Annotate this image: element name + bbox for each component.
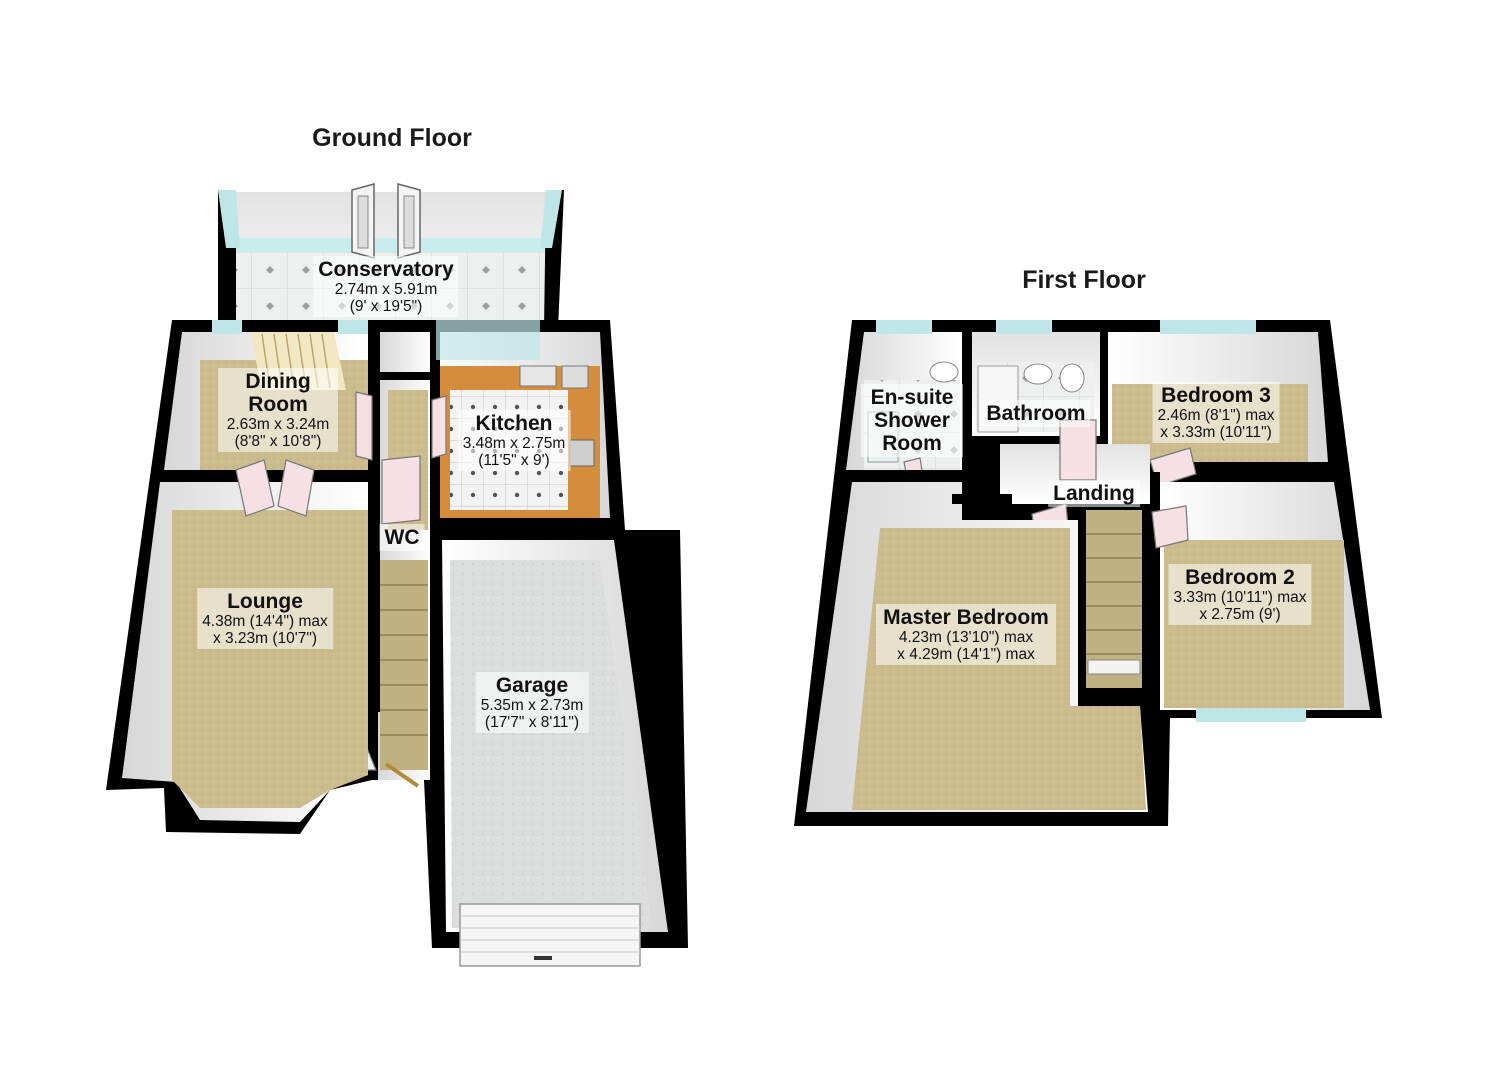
bedroom-2-label: Bedroom 2 3.33m (10'11") max x 2.75m (9'… [1168,564,1312,626]
staircase [380,560,428,770]
first-floor-staircase [1086,510,1142,690]
room-dimensions: 2.63m x 3.24m [226,416,330,434]
conservatory-label: Conservatory 2.74m x 5.91m (9' x 19'5") [313,256,459,318]
room-name: Bedroom 3 [1161,384,1271,407]
room-name: Kitchen [475,412,553,435]
room-dimensions: 3.48m x 2.75m [462,435,566,453]
garage-room [442,540,668,967]
garage-door [459,903,641,967]
room-dimensions: 4.23m (13'10") max [898,629,1034,647]
room-name: Garage [495,674,569,697]
room-name: WC [384,526,420,549]
garage-label: Garage 5.35m x 2.73m (17'7" x 8'11") [475,672,589,734]
room-name: Bathroom [986,402,1086,425]
bedroom-3-label: Bedroom 3 2.46m (8'1") max x 3.33m (10'1… [1152,382,1280,444]
room-name: Master Bedroom [883,606,1049,629]
room-dimensions-imperial: (11'5" x 9') [478,452,550,470]
room-dimensions-imperial: x 2.75m (9') [1199,606,1281,624]
room-name: Landing [1053,482,1135,505]
room-dimensions-imperial: (8'8" x 10'8") [234,433,322,451]
landing-label: Landing [1048,480,1140,508]
kitchen-label: Kitchen 3.48m x 2.75m (11'5" x 9') [457,410,571,472]
room-dimensions-imperial: (17'7" x 8'11") [484,714,580,732]
room-dimensions-imperial: x 3.23m (10'7") [212,630,318,648]
hallway [346,332,438,788]
room-dimensions: 3.33m (10'11") max [1173,589,1307,607]
room-name: Bedroom 2 [1185,566,1295,589]
room-dimensions-imperial: x 3.33m (10'11") [1160,424,1272,442]
lounge-room [122,459,372,822]
lounge-label: Lounge 4.38m (14'4") max x 3.23m (10'7") [197,588,333,650]
room-dimensions: 5.35m x 2.73m [480,697,584,715]
room-name: Conservatory [318,258,454,281]
room-name: Lounge [227,590,303,613]
room-dimensions-imperial: x 4.29m (14'1") max [897,646,1035,664]
dining-room-label: Dining Room 2.63m x 3.24m (8'8" x 10'8") [218,368,338,453]
lounge-doors [235,459,315,517]
room-dimensions: 2.46m (8'1") max [1157,407,1275,425]
room-dimensions: 4.38m (14'4") max [202,613,328,631]
master-bedroom-label: Master Bedroom 4.23m (13'10") max x 4.29… [876,604,1056,666]
wc-label: WC [379,524,425,552]
ensuite-label: En-suite Shower Room [861,384,963,458]
room-name: En-suite Shower Room [870,386,954,456]
conservatory-room [218,183,564,330]
room-dimensions-imperial: (9' x 19'5") [349,298,423,316]
room-dimensions: 2.74m x 5.91m [334,281,438,299]
french-doors [351,183,421,259]
bathroom-label: Bathroom [981,400,1091,428]
room-name: Dining Room [245,370,311,417]
first-floor-title: First Floor [1022,266,1146,294]
ground-floor-title: Ground Floor [312,124,472,152]
